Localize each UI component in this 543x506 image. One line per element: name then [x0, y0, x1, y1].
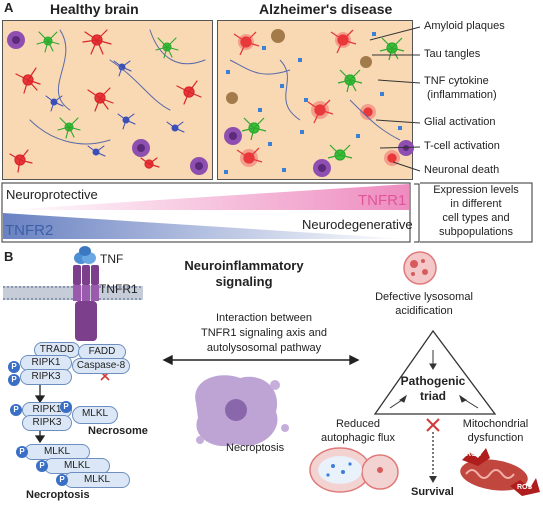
- survival-label: Survival: [411, 486, 454, 498]
- expression-note-line-1: Expression levels: [433, 184, 519, 196]
- ros-label: ROS: [517, 484, 533, 491]
- legend-t-cell-activation: T-cell activation: [424, 140, 500, 152]
- survival-blocked-mark: [426, 418, 440, 432]
- phospho-badge: P: [8, 361, 20, 373]
- healthy-brain-box: [2, 20, 213, 180]
- legend-inflammation: (inflammation): [427, 89, 497, 101]
- expression-note-line-3: cell types and: [442, 212, 510, 224]
- mito-dysfunction-line-2: dysfunction: [467, 432, 524, 444]
- interaction-line-2: TNFR1 signaling axis and: [201, 327, 327, 339]
- tnfr1-label: TNFR1: [99, 282, 138, 296]
- pathogenic-triad-line-2: triad: [419, 389, 446, 403]
- legend-tnf-cytokine: TNF cytokine: [424, 75, 489, 87]
- healthy-neurons: [7, 29, 208, 175]
- legend-glial-activation: Glial activation: [424, 116, 496, 128]
- ripk3-necrosome-pill: RIPK3: [22, 415, 72, 431]
- phospho-badge: P: [60, 401, 72, 413]
- survival-arrow: [429, 432, 437, 483]
- alzheimers-title: Alzheimer's disease: [259, 1, 393, 17]
- reduced-flux-line-1: Reduced: [335, 418, 381, 430]
- ros-label: ROS: [466, 451, 482, 458]
- legend-pointers: [369, 26, 421, 172]
- triad-inner-arrows: [389, 350, 479, 409]
- necroptosis-outcome-label: Necroptosis: [26, 489, 90, 501]
- legend-neuronal-death: Neuronal death: [424, 164, 500, 176]
- reduced-autophagy-image: [309, 447, 399, 493]
- tnfr1-receptor: [73, 265, 99, 341]
- expression-note-line-2: in different: [450, 198, 502, 210]
- healthy-brain-title: Healthy brain: [50, 1, 139, 17]
- ripk1-necrosome-pill: RIPK1: [22, 402, 72, 418]
- phospho-badge: P: [36, 460, 48, 472]
- tnfr2-gradient-label: TNFR2: [5, 222, 54, 239]
- phospho-badge: P: [10, 404, 22, 416]
- interaction-line-3: autolysosomal pathway: [206, 342, 322, 354]
- panel-b-letter: B: [4, 249, 14, 264]
- tnf-ligand: [74, 246, 96, 264]
- defective-lysosomal-line-2: acidification: [395, 305, 453, 317]
- defective-lysosome-image: [403, 251, 437, 285]
- reduced-flux-line-2: autophagic flux: [321, 432, 395, 444]
- neuroinflammatory-title-2: signaling: [215, 274, 273, 289]
- neuroprotective-label: Neuroprotective: [6, 187, 98, 202]
- expression-bracket: [414, 183, 420, 243]
- tnfr1-gradient: [3, 184, 409, 210]
- mitochondria-image: [460, 448, 540, 496]
- neuroinflammatory-title-1: Neuroinflammatory: [184, 258, 304, 273]
- phospho-badge: P: [8, 374, 20, 386]
- phospho-badge: P: [56, 474, 68, 486]
- necrosome-label: Necrosome: [88, 425, 148, 437]
- mlkl-necrosome-pill: MLKL: [72, 406, 118, 424]
- tnfr1-gradient-label: TNFR1: [358, 192, 407, 209]
- interaction-double-arrow: [162, 354, 360, 366]
- caspase8-pill: Caspase-8: [72, 358, 130, 374]
- left-pathway-arrows: [34, 385, 46, 444]
- necroptosis-cell-image: [195, 375, 289, 447]
- pathogenic-triad-line-1: Pathogenic: [400, 374, 466, 388]
- ripk3-pill: RIPK3: [20, 369, 72, 385]
- defective-lysosomal-line-1: Defective lysosomal: [375, 291, 473, 303]
- legend-tau-tangles: Tau tangles: [424, 48, 481, 60]
- legend-amyloid-plaques: Amyloid plaques: [424, 20, 505, 32]
- interaction-line-1: Interaction between: [215, 312, 312, 324]
- expression-note-line-4: subpopulations: [438, 226, 513, 238]
- ad-cells: [224, 29, 414, 177]
- phospho-badge: P: [16, 446, 28, 458]
- mito-dysfunction-line-1: Mitochondrial: [462, 418, 529, 430]
- tnf-label: TNF: [100, 252, 124, 266]
- tnfr2-gradient: [3, 213, 409, 239]
- pathogenic-triad-triangle: [373, 329, 497, 415]
- necroptosis-image-label: Necroptosis: [226, 442, 285, 454]
- mlkl-pill-3: MLKL: [64, 472, 130, 488]
- neurodegenerative-label: Neurodegenerative: [302, 217, 413, 232]
- panel-a-letter: A: [4, 0, 14, 15]
